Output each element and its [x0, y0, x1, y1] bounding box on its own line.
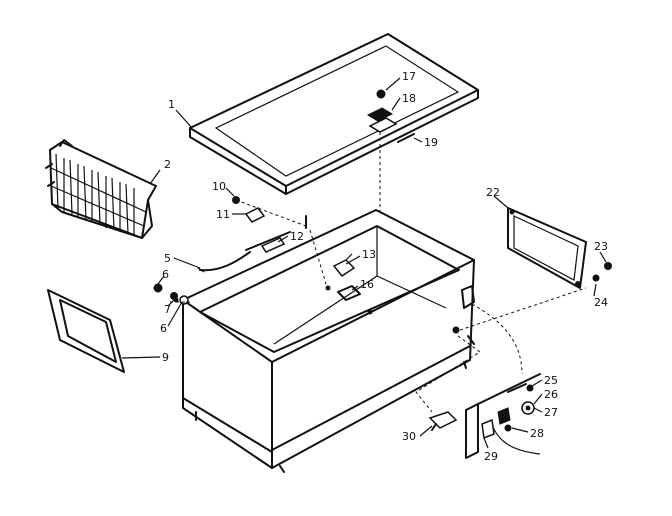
- label-part-9: 9: [162, 351, 169, 364]
- control-assembly: [465, 373, 541, 459]
- label-part-16: 16: [360, 278, 374, 291]
- back-panel: [507, 207, 587, 289]
- label-part-13: 13: [362, 248, 376, 261]
- label-part-6b: 6: [160, 322, 167, 335]
- label-part-28: 28: [530, 427, 544, 440]
- fasteners: [153, 283, 189, 305]
- label-part-29: 29: [484, 450, 498, 463]
- label-part-24: 24: [594, 296, 608, 309]
- screw-and-bracket: [232, 196, 266, 223]
- freezer-cabinet: [182, 209, 475, 473]
- label-part-10: 10: [212, 180, 226, 193]
- part-number-labels: 1 2 10 11 12 5 6 7 6 9 13 16 17 18 19 22…: [160, 70, 608, 463]
- label-part-7: 7: [164, 303, 171, 316]
- cord-and-bracket: [197, 215, 307, 273]
- trim-panel: [47, 289, 125, 373]
- label-part-2: 2: [164, 158, 171, 171]
- label-part-25: 25: [544, 374, 558, 387]
- label-part-6a: 6: [162, 268, 169, 281]
- label-part-11: 11: [216, 208, 230, 221]
- thermostat-assembly: [325, 253, 373, 315]
- label-part-12: 12: [290, 230, 304, 243]
- label-part-30: 30: [402, 430, 416, 443]
- lid: [189, 33, 479, 195]
- screw-washer: [592, 262, 612, 282]
- wire-basket: [45, 139, 157, 239]
- label-part-27: 27: [544, 406, 558, 419]
- drain-plug: [428, 411, 458, 431]
- explosion-lines: [170, 132, 587, 413]
- label-part-1: 1: [168, 98, 175, 111]
- label-part-5: 5: [164, 252, 171, 265]
- label-part-19: 19: [424, 136, 438, 149]
- label-part-23: 23: [594, 240, 608, 253]
- label-part-26: 26: [544, 388, 558, 401]
- leader-lines: [121, 77, 607, 449]
- label-part-22: 22: [486, 186, 500, 199]
- label-part-17: 17: [402, 70, 416, 83]
- label-part-18: 18: [402, 92, 416, 105]
- lid-hinge-hardware: [366, 89, 415, 143]
